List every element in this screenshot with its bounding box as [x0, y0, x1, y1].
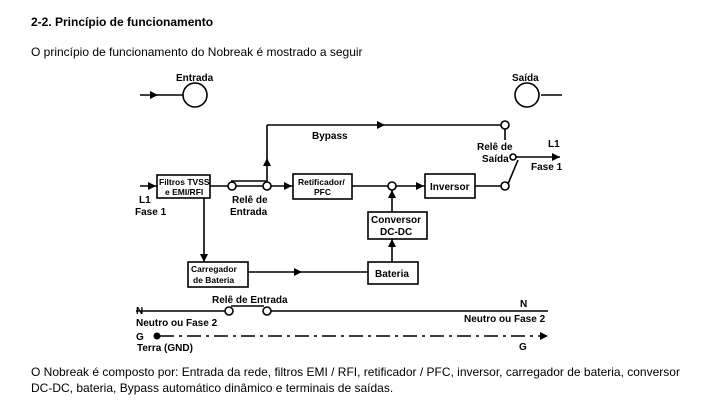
fase1-input-label: Fase 1: [135, 207, 167, 218]
terra-label: Terra (GND): [137, 343, 193, 354]
conversor-label-2: DC-DC: [380, 227, 412, 238]
inversor-box: [424, 173, 476, 199]
filtros-label-2: e EMI/RFI: [165, 187, 203, 197]
retificador-label-1: Retificador/: [298, 177, 345, 187]
carregador-box: [187, 261, 249, 288]
rele-entrada-bottom-label: Relê de Entrada: [212, 295, 288, 306]
n-right-label: N: [520, 299, 527, 310]
entrada-label: Entrada: [176, 73, 214, 84]
saida-label: Saída: [512, 73, 539, 84]
retificador-box: [292, 173, 353, 200]
filtros-box: [156, 174, 211, 199]
intro-text: O princípio de funcionamento do Nobreak …: [31, 45, 363, 59]
rele-entrada-label-1: Relê de: [232, 195, 268, 206]
l1-output-label: L1: [548, 139, 560, 150]
filtros-label-1: Filtros TVSS: [159, 177, 210, 187]
g-left-label: G: [136, 332, 144, 343]
carregador-label-2: de Bateria: [193, 275, 234, 285]
conversor-label-1: Conversor: [371, 215, 421, 226]
saida-terminal-icon: [514, 82, 540, 108]
fase1-output-label: Fase 1: [531, 162, 563, 173]
inversor-label: Inversor: [430, 182, 470, 193]
rele-entrada-label-2: Entrada: [230, 207, 268, 218]
neutro-right-label: Neutro ou Fase 2: [464, 314, 546, 325]
rele-saida-label-1: Relê de: [477, 142, 513, 153]
bateria-label: Bateria: [375, 269, 409, 280]
neutro-left-label: Neutro ou Fase 2: [136, 318, 218, 329]
retificador-label-2: PFC: [314, 187, 331, 197]
bateria-box: [367, 261, 419, 285]
summary-text: O Nobreak é composto por: Entrada da red…: [31, 365, 680, 395]
carregador-label-1: Carregador: [191, 264, 238, 274]
section-heading: 2-2. Princípio de funcionamento: [31, 15, 214, 29]
entrada-terminal-icon: [182, 82, 208, 108]
bypass-label: Bypass: [312, 131, 348, 142]
g-right-label: G: [519, 342, 527, 353]
rele-saida-label-2: Saída: [482, 154, 509, 165]
n-left-label: N: [136, 306, 143, 317]
l1-input-label: L1: [139, 195, 151, 206]
conversor-box: [367, 211, 428, 240]
